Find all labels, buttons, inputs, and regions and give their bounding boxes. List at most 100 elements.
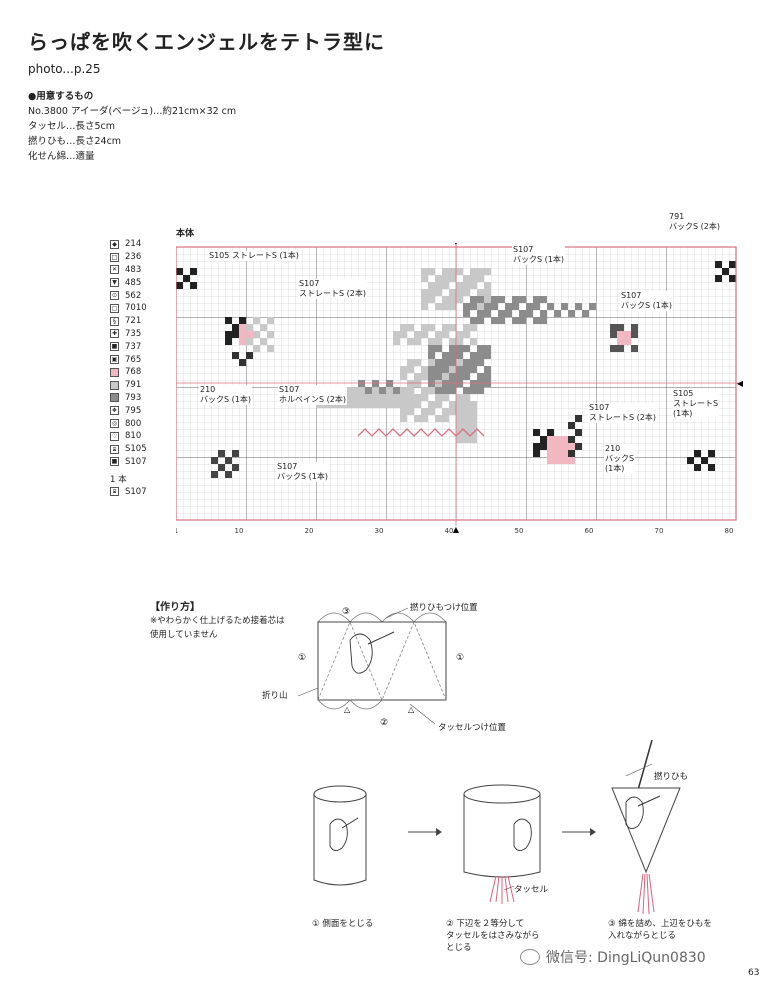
stitch-793 xyxy=(575,303,582,310)
stitch-light xyxy=(456,408,463,415)
stitch-793 xyxy=(477,352,484,359)
material-item: 化せん綿…適量 xyxy=(28,151,95,162)
stitch-793 xyxy=(484,310,491,317)
stitch-dark xyxy=(533,450,540,457)
stitch-793 xyxy=(470,352,477,359)
stitch-light xyxy=(393,401,400,408)
stitch-light xyxy=(456,289,463,296)
stitch-793 xyxy=(491,303,498,310)
stitch-s105 xyxy=(722,268,729,275)
legend-item: □236 xyxy=(110,251,170,264)
stitch-793 xyxy=(449,380,456,387)
stitch-light xyxy=(414,373,421,380)
stitch-793 xyxy=(372,380,379,387)
arrow-right-icon xyxy=(436,828,442,836)
stitch-light xyxy=(435,331,442,338)
legend-item: ⧆S105 xyxy=(110,443,170,456)
stitch-793 xyxy=(477,296,484,303)
stitch-light xyxy=(407,324,414,331)
legend-item: ◎800 xyxy=(110,417,170,430)
callout: S105 ストレートS (1本) xyxy=(672,389,720,419)
stitch-793 xyxy=(512,296,519,303)
stitch-light xyxy=(414,401,421,408)
stitch-793 xyxy=(428,380,435,387)
stitch-light xyxy=(421,268,428,275)
stitch-768 xyxy=(547,443,554,450)
stitch-793 xyxy=(435,373,442,380)
legend-item: ♡810 xyxy=(110,430,170,443)
stitch-light xyxy=(428,387,435,394)
callout: S107 ストレートS (2本) xyxy=(298,279,367,299)
legend-item: ▢7010 xyxy=(110,302,170,315)
stitch-793 xyxy=(449,373,456,380)
stitch-light xyxy=(449,289,456,296)
stitch-dark xyxy=(218,464,225,471)
stitch-light xyxy=(449,296,456,303)
stitch-light xyxy=(414,380,421,387)
stitch-light xyxy=(400,401,407,408)
stitch-793 xyxy=(484,352,491,359)
stitch-light xyxy=(267,345,274,352)
stitch-dark xyxy=(617,324,624,331)
legend-item: ⊙562 xyxy=(110,289,170,302)
stitch-793 xyxy=(484,366,491,373)
stitch-light xyxy=(470,275,477,282)
stitch-light xyxy=(351,387,358,394)
stitch-light xyxy=(442,324,449,331)
stitch-793 xyxy=(470,296,477,303)
stitch-light xyxy=(400,331,407,338)
stitch-light xyxy=(456,401,463,408)
stitch-dark xyxy=(225,338,232,345)
stitch-dark xyxy=(232,464,239,471)
fabric-panel xyxy=(317,621,447,701)
stitch-light xyxy=(386,394,393,401)
stitch-light xyxy=(386,387,393,394)
stitch-light xyxy=(442,394,449,401)
legend-swatch-icon: ◆ xyxy=(110,239,119,249)
stitch-dark xyxy=(568,422,575,429)
stitch-light xyxy=(477,289,484,296)
watermark-text: 微信号: DingLiQun0830 xyxy=(546,950,706,966)
chart-label: 本体 xyxy=(176,229,195,239)
stitch-light xyxy=(421,408,428,415)
stitch-light xyxy=(400,387,407,394)
stitch-793 xyxy=(463,310,470,317)
stitch-dark xyxy=(225,457,232,464)
stitch-light xyxy=(428,338,435,345)
stitch-793 xyxy=(365,387,372,394)
legend-swatch-icon: § xyxy=(110,316,119,326)
stitch-light xyxy=(449,401,456,408)
stitch-dark xyxy=(246,352,253,359)
legend-code: 735 xyxy=(125,328,142,339)
stitch-light xyxy=(470,415,477,422)
legend-item: ◆214 xyxy=(110,238,170,251)
stitch-light xyxy=(435,275,442,282)
stitch-light xyxy=(400,373,407,380)
stitch-light xyxy=(400,366,407,373)
stitch-light xyxy=(379,401,386,408)
center-marker-right-icon: ◀ xyxy=(737,379,744,388)
stitch-light xyxy=(400,394,407,401)
legend-item: 793 xyxy=(110,392,170,405)
stitch-s105 xyxy=(190,268,197,275)
arrow-right-icon xyxy=(590,828,596,836)
symbol-legend: ◆214□236✕483▼485⊙562▢7010§721✚735■737▣76… xyxy=(110,238,170,498)
stitch-light xyxy=(456,359,463,366)
stitch-768 xyxy=(617,331,624,338)
stitch-light xyxy=(484,296,491,303)
legend-item: ✕483 xyxy=(110,264,170,277)
stitch-light xyxy=(470,436,477,443)
stitch-light xyxy=(414,338,421,345)
stitch-793 xyxy=(470,359,477,366)
stitch-light xyxy=(421,415,428,422)
stitch-793 xyxy=(393,387,400,394)
legend-swatch-icon: ■ xyxy=(110,342,119,352)
stitch-793 xyxy=(456,373,463,380)
stitch-793 xyxy=(519,310,526,317)
stitch-light xyxy=(477,275,484,282)
assembly-diagram: ① ① ② ③ △ △ xyxy=(297,607,464,728)
label-tassel: タッセル xyxy=(514,885,549,895)
stitch-793 xyxy=(498,310,505,317)
stitch-dark xyxy=(225,317,232,324)
trumpet-icon xyxy=(367,631,395,645)
